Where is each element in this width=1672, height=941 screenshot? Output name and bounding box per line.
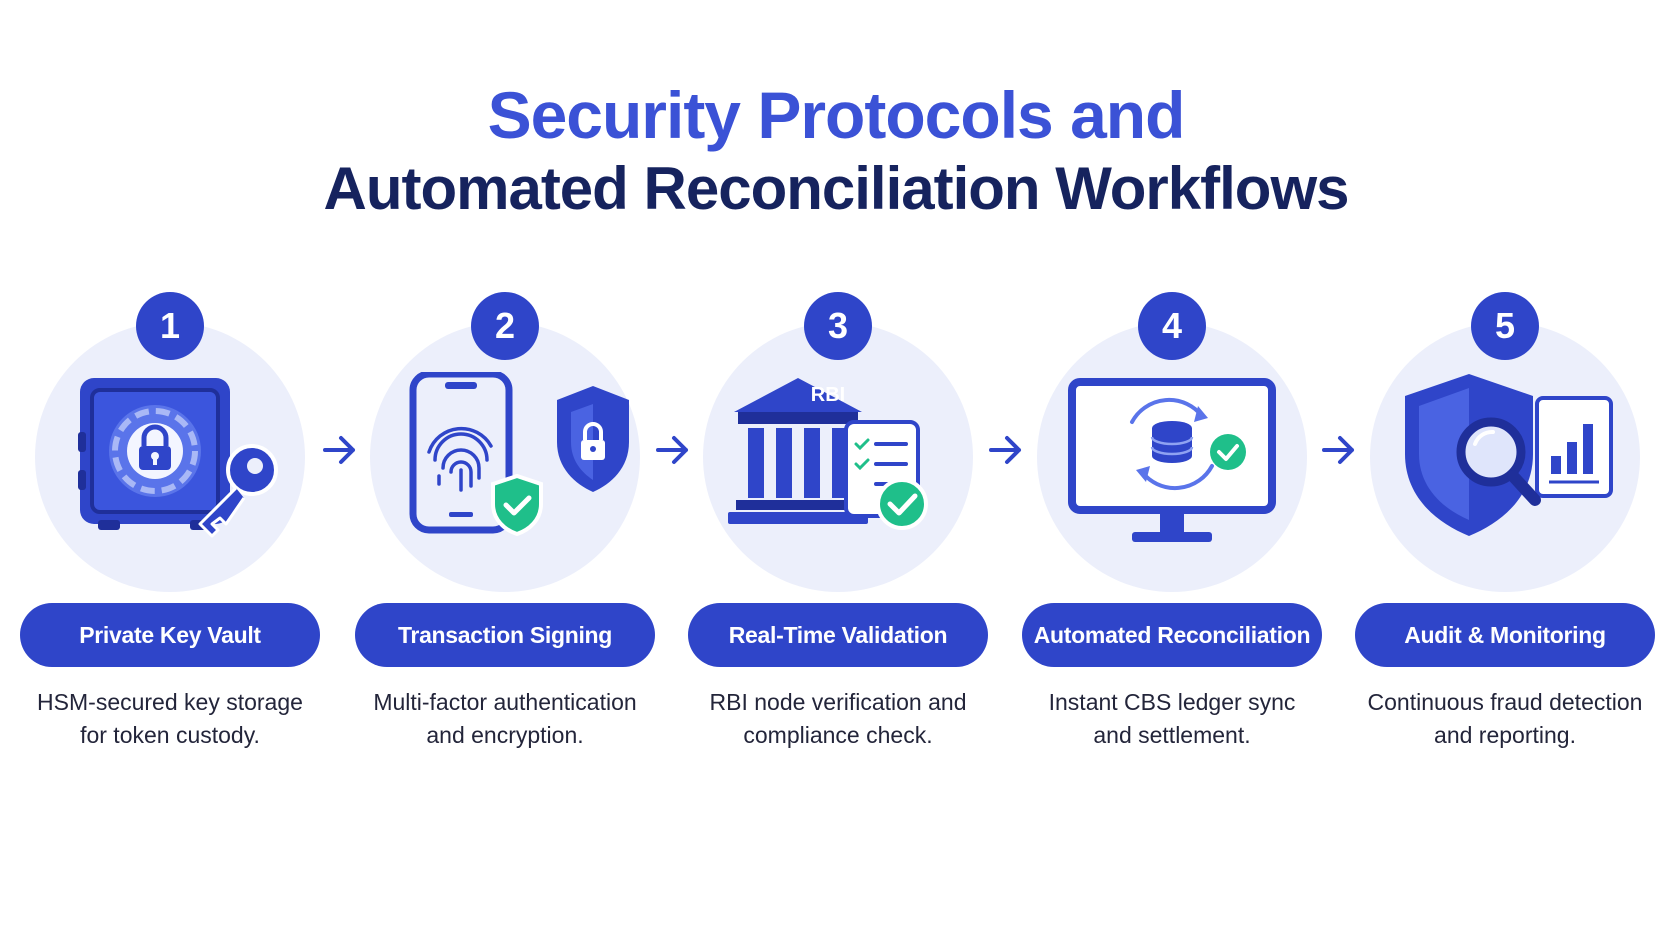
vault-icon xyxy=(78,378,278,538)
step-number: 3 xyxy=(804,292,872,360)
step-label: Private Key Vault xyxy=(20,603,320,667)
title-line-2: Automated Reconciliation Workflows xyxy=(323,155,1350,222)
bank-badge: RBI xyxy=(810,384,846,406)
step-number: 1 xyxy=(136,292,204,360)
arrow-right-icon xyxy=(656,436,688,464)
step-description: Multi-factor authentication and encrypti… xyxy=(373,689,637,748)
arrow-right-icon xyxy=(989,436,1021,464)
phone-fingerprint-icon xyxy=(409,372,629,537)
arrow-right-icon xyxy=(1322,436,1354,464)
monitor-sync-icon xyxy=(1068,378,1276,542)
bank-icon xyxy=(728,378,928,530)
shield-search-icon xyxy=(1405,374,1613,536)
step-description: HSM-secured key storage for token custod… xyxy=(37,689,303,748)
arrow-right-icon xyxy=(323,436,355,464)
step-label: Automated Reconciliation xyxy=(1022,603,1322,667)
step-number: 4 xyxy=(1138,292,1206,360)
step-label: Audit & Monitoring xyxy=(1355,603,1655,667)
page-title: Security Protocols and Automated Reconci… xyxy=(0,78,1672,226)
step-label: Transaction Signing xyxy=(355,603,655,667)
step-description: Instant CBS ledger sync and settlement. xyxy=(1048,689,1296,748)
step-number: 2 xyxy=(471,292,539,360)
step-number: 5 xyxy=(1471,292,1539,360)
step-label: Real-Time Validation xyxy=(688,603,988,667)
step-description: Continuous fraud detection and reporting… xyxy=(1367,689,1643,748)
step-description: RBI node verification and compliance che… xyxy=(709,689,967,748)
title-line-1: Security Protocols and xyxy=(487,78,1186,152)
